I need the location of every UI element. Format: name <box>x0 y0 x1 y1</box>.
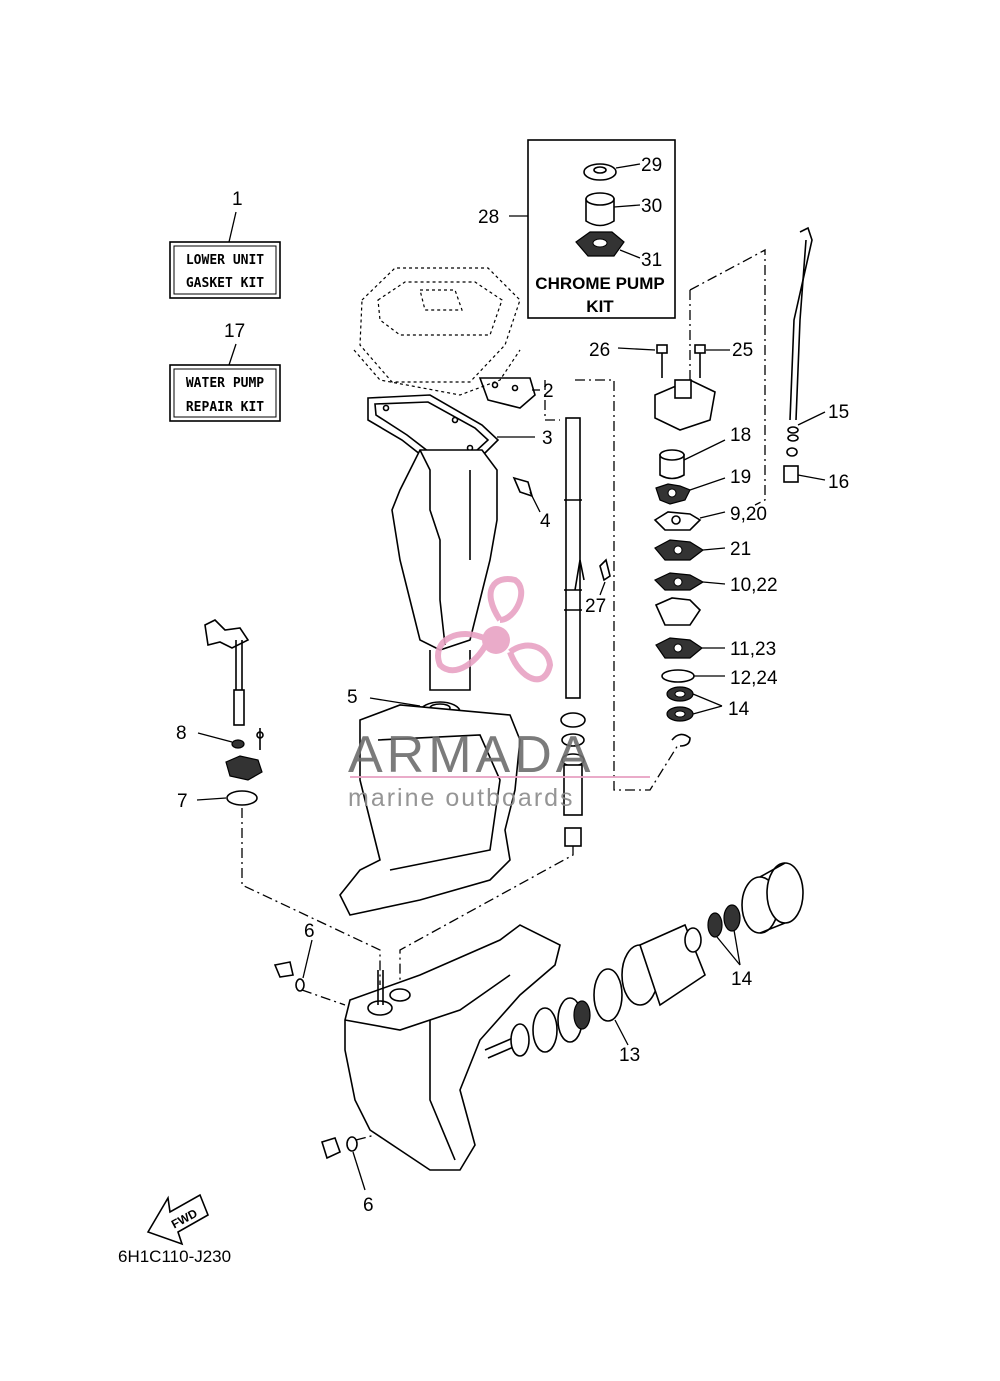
callout-13: 13 <box>619 1045 640 1066</box>
callout-26: 26 <box>589 340 610 361</box>
chrome-pump-line2: KIT <box>586 297 614 316</box>
lower-unit-line2: GASKET KIT <box>186 276 264 291</box>
water-pump-line1: WATER PUMP <box>186 376 264 391</box>
shift-rod-assembly: 8 7 <box>176 619 381 985</box>
callout-30: 30 <box>641 196 662 217</box>
callout-3: 3 <box>542 428 553 449</box>
chrome-pump-line1: CHROME PUMP <box>535 274 664 293</box>
upper-casing-assembly: 2 3 4 <box>353 267 560 691</box>
watermark-brand: ARMADA <box>348 726 594 784</box>
forward-direction-arrow: FWD <box>146 1193 210 1246</box>
callout-12-24: 12,24 <box>730 668 778 689</box>
callout-27: 27 <box>585 596 606 617</box>
callout-1: 1 <box>232 189 243 210</box>
callout-6b: 6 <box>363 1195 374 1216</box>
callout-9-20: 9,20 <box>730 504 767 525</box>
propeller-shaft-assembly: 13 14 <box>484 862 804 1066</box>
callout-29: 29 <box>641 155 662 176</box>
callout-10-22: 10,22 <box>730 575 778 596</box>
callout-11-23: 11,23 <box>730 639 776 660</box>
callout-7: 7 <box>177 791 188 812</box>
callout-8: 8 <box>176 723 187 744</box>
drain-plug-upper: 6 <box>273 921 346 1006</box>
gear-case <box>344 924 561 1171</box>
water-pump-stack: 26 25 18 19 9,20 21 10,22 <box>589 248 778 747</box>
water-pump-repair-kit-label: 17 WATER PUMP REPAIR KIT <box>169 321 281 422</box>
lower-unit-gasket-kit-label: 1 LOWER UNIT GASKET KIT <box>169 189 281 299</box>
lower-unit-line1: LOWER UNIT <box>186 253 264 268</box>
water-pump-line2: REPAIR KIT <box>186 400 264 415</box>
callout-15: 15 <box>828 402 849 423</box>
armada-watermark: ARMADA marine outboards <box>348 576 650 812</box>
callout-14a: 14 <box>728 699 750 720</box>
callout-16: 16 <box>828 472 849 493</box>
water-tube: 15 16 <box>783 226 849 493</box>
chrome-pump-kit-box: 28 29 30 31 CHROME PUMP KIT <box>478 139 676 319</box>
callout-21: 21 <box>730 539 751 560</box>
callout-14b: 14 <box>731 969 753 990</box>
callout-25: 25 <box>732 340 753 361</box>
callout-28: 28 <box>478 207 499 228</box>
lower-casing <box>339 704 521 916</box>
watermark-tagline: marine outboards <box>348 784 575 812</box>
callout-5: 5 <box>347 687 358 708</box>
drain-plug-lower: 6 <box>320 1134 376 1216</box>
callout-19: 19 <box>730 467 751 488</box>
callout-18: 18 <box>730 425 751 446</box>
callout-6a: 6 <box>304 921 315 942</box>
propeller-logo-icon <box>435 576 554 683</box>
callout-2: 2 <box>543 381 554 402</box>
callout-4: 4 <box>540 511 551 532</box>
diagram-code: 6H1C110-J230 <box>118 1247 231 1266</box>
callout-17: 17 <box>224 321 245 342</box>
callout-31: 31 <box>641 250 662 271</box>
